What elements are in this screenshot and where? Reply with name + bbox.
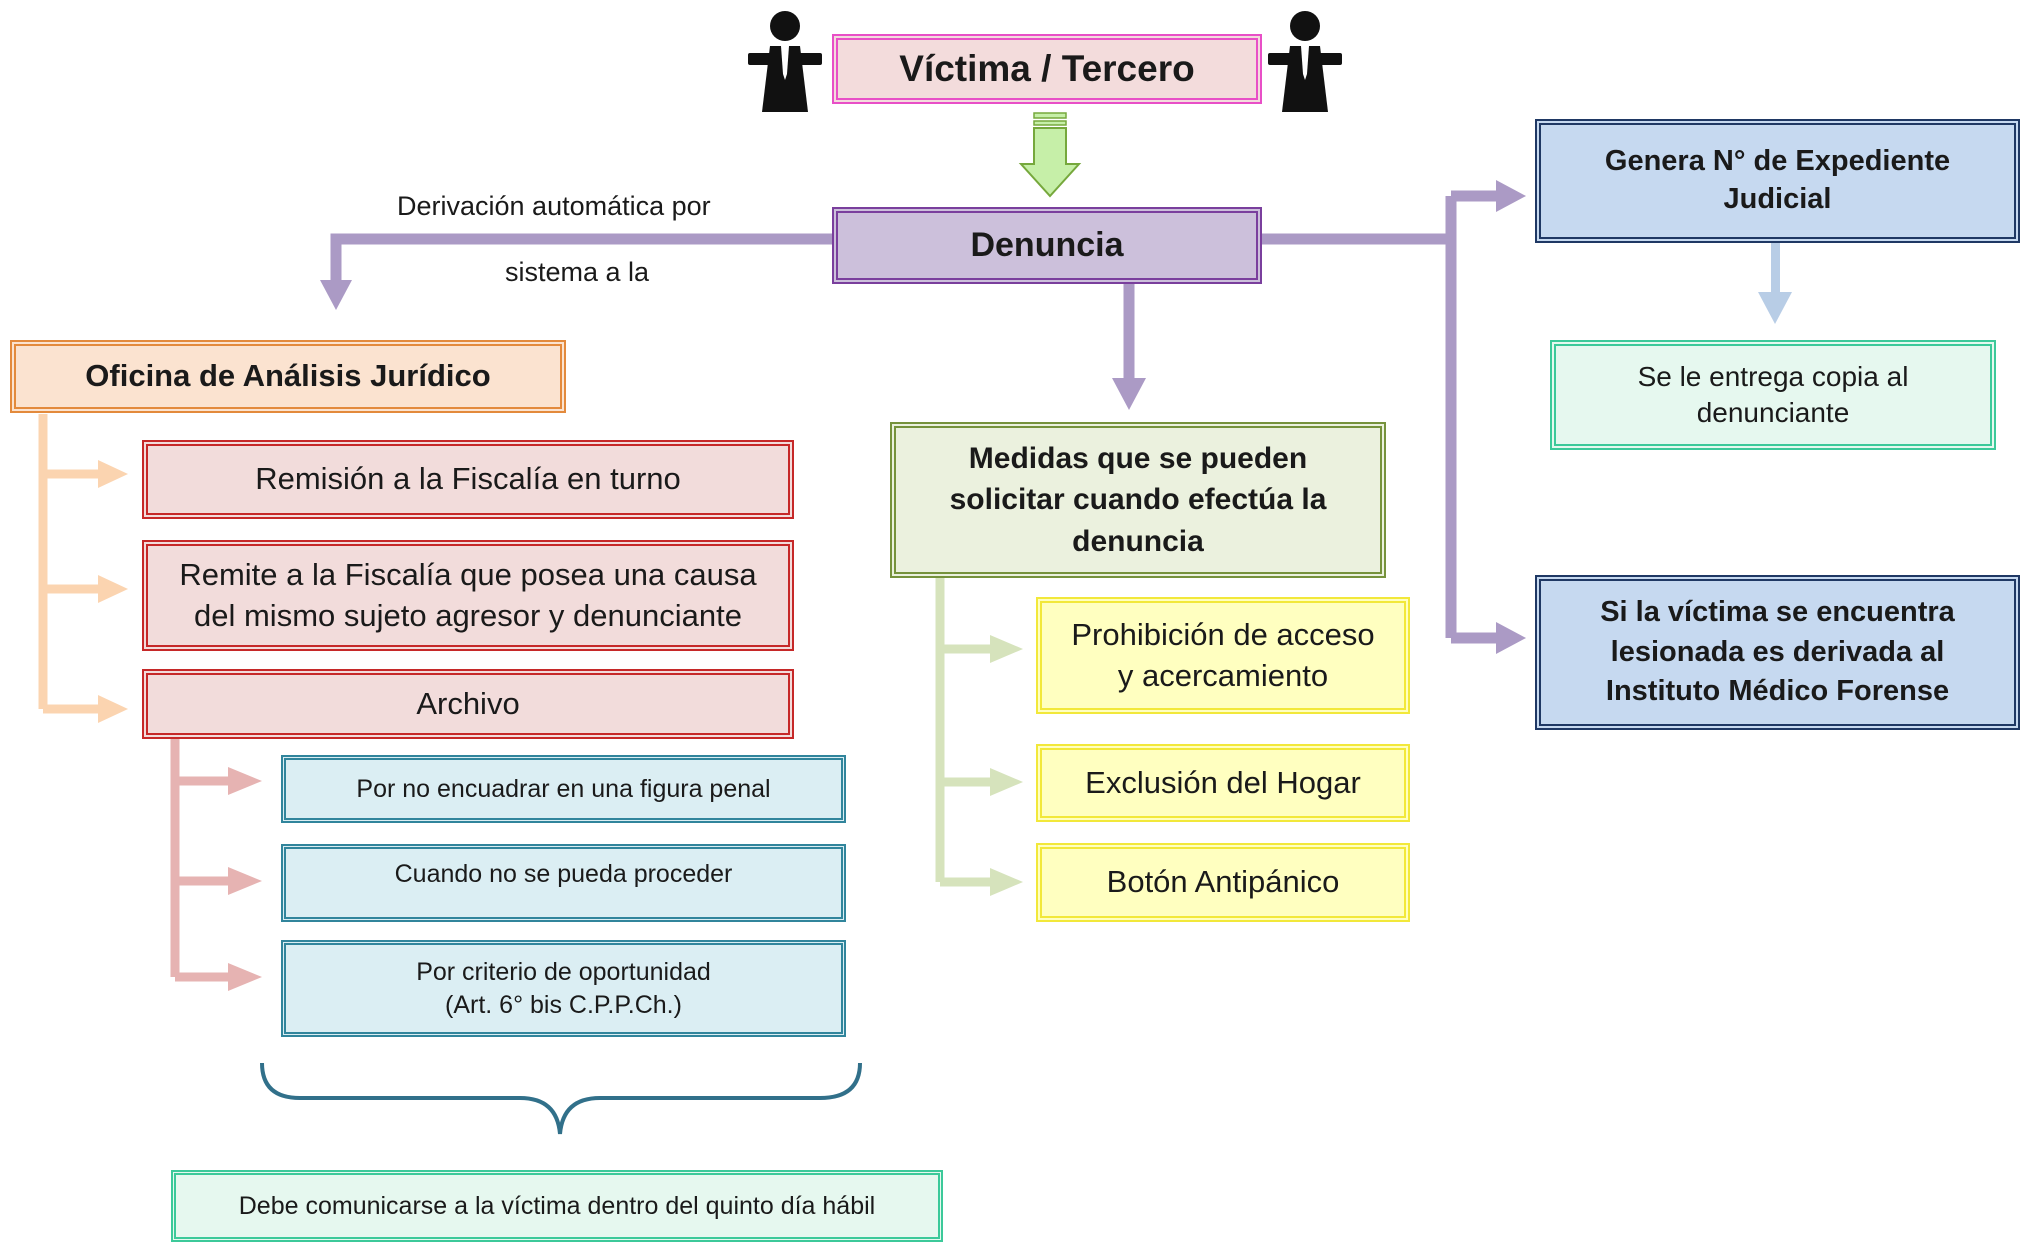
- derivation-connector: [330, 233, 832, 282]
- medida-item-box: Botón Antipánico: [1036, 843, 1410, 922]
- derivation-label-line1: Derivación automática por: [397, 191, 711, 221]
- remite-fiscalia-causa-box: Remite a la Fiscalía que posea una causa…: [142, 540, 794, 651]
- denuncia-arrowheads: [320, 180, 1526, 654]
- medidas-connectors: [935, 578, 1023, 896]
- medida-item-label: Botón Antipánico: [1106, 864, 1340, 900]
- copia-denunciante-label: Se le entrega copia al denunciante: [1637, 360, 1909, 428]
- archivo-reason-box: Por criterio de oportunidad (Art. 6° bis…: [281, 940, 846, 1037]
- denuncia-box: Denuncia: [832, 207, 1262, 284]
- person-icon: [748, 11, 822, 112]
- curly-brace: [260, 1062, 862, 1135]
- remision-fiscalia-label: Remisión a la Fiscalía en turno: [255, 461, 681, 497]
- archivo-reason-box: Por no encuadrar en una figura penal: [281, 755, 846, 823]
- instituto-forense-label: Si la víctima se encuentra lesionada es …: [1600, 596, 1955, 708]
- medida-item-box: Exclusión del Hogar: [1036, 744, 1410, 822]
- communication-note-label: Debe comunicarse a la víctima dentro del…: [238, 1191, 876, 1220]
- expediente-connector: [1758, 242, 1792, 324]
- denuncia-label: Denuncia: [970, 226, 1124, 265]
- archivo-reason-label: Por no encuadrar en una figura penal: [356, 774, 771, 803]
- down-arrow-icon: [1018, 112, 1082, 198]
- expediente-box: Genera N° de Expediente Judicial: [1535, 119, 2020, 243]
- denuncia-connectors: [330, 190, 1500, 644]
- copia-denunciante-box: Se le entrega copia al denunciante: [1550, 340, 1996, 450]
- medida-item-box: Prohibición de acceso y acercamiento: [1036, 597, 1410, 714]
- arrowhead-expediente: [1496, 180, 1526, 212]
- victima-tercero-box: Víctima / Tercero: [832, 34, 1262, 104]
- derivation-label-line2: sistema a la: [505, 257, 650, 287]
- archivo-label: Archivo: [416, 685, 520, 721]
- medidas-title: Medidas que se pueden solicitar cuando e…: [949, 441, 1327, 558]
- archivo-reason-box: Cuando no se pueda proceder: [281, 844, 846, 922]
- medida-item-label: Prohibición de acceso y acercamiento: [1071, 617, 1375, 693]
- archivo-connectors: [170, 738, 262, 991]
- archivo-reason-label: Por criterio de oportunidad (Art. 6° bis…: [416, 958, 711, 1019]
- medidas-box: Medidas que se pueden solicitar cuando e…: [890, 422, 1386, 578]
- medida-item-label: Exclusión del Hogar: [1085, 764, 1361, 800]
- remite-fiscalia-causa-label: Remite a la Fiscalía que posea una causa…: [179, 557, 757, 633]
- oficina-title: Oficina de Análisis Jurídico: [85, 358, 491, 394]
- expediente-title: Genera N° de Expediente Judicial: [1604, 145, 1951, 215]
- victima-tercero-label: Víctima / Tercero: [899, 47, 1195, 89]
- arrowhead-forense: [1496, 622, 1526, 654]
- archivo-box: Archivo: [142, 669, 794, 739]
- arrowhead-medidas: [1112, 378, 1146, 410]
- right-branch-connector: [1262, 190, 1500, 644]
- communication-note-box: Debe comunicarse a la víctima dentro del…: [171, 1170, 943, 1242]
- remision-fiscalia-box: Remisión a la Fiscalía en turno: [142, 440, 794, 519]
- archivo-reason-label: Cuando no se pueda proceder: [394, 859, 733, 888]
- instituto-forense-box: Si la víctima se encuentra lesionada es …: [1535, 575, 2020, 730]
- arrowhead-oficina: [320, 280, 352, 310]
- oficina-analisis-box: Oficina de Análisis Jurídico: [10, 340, 566, 413]
- person-icon: [1268, 11, 1342, 112]
- oficina-connectors: [38, 414, 128, 723]
